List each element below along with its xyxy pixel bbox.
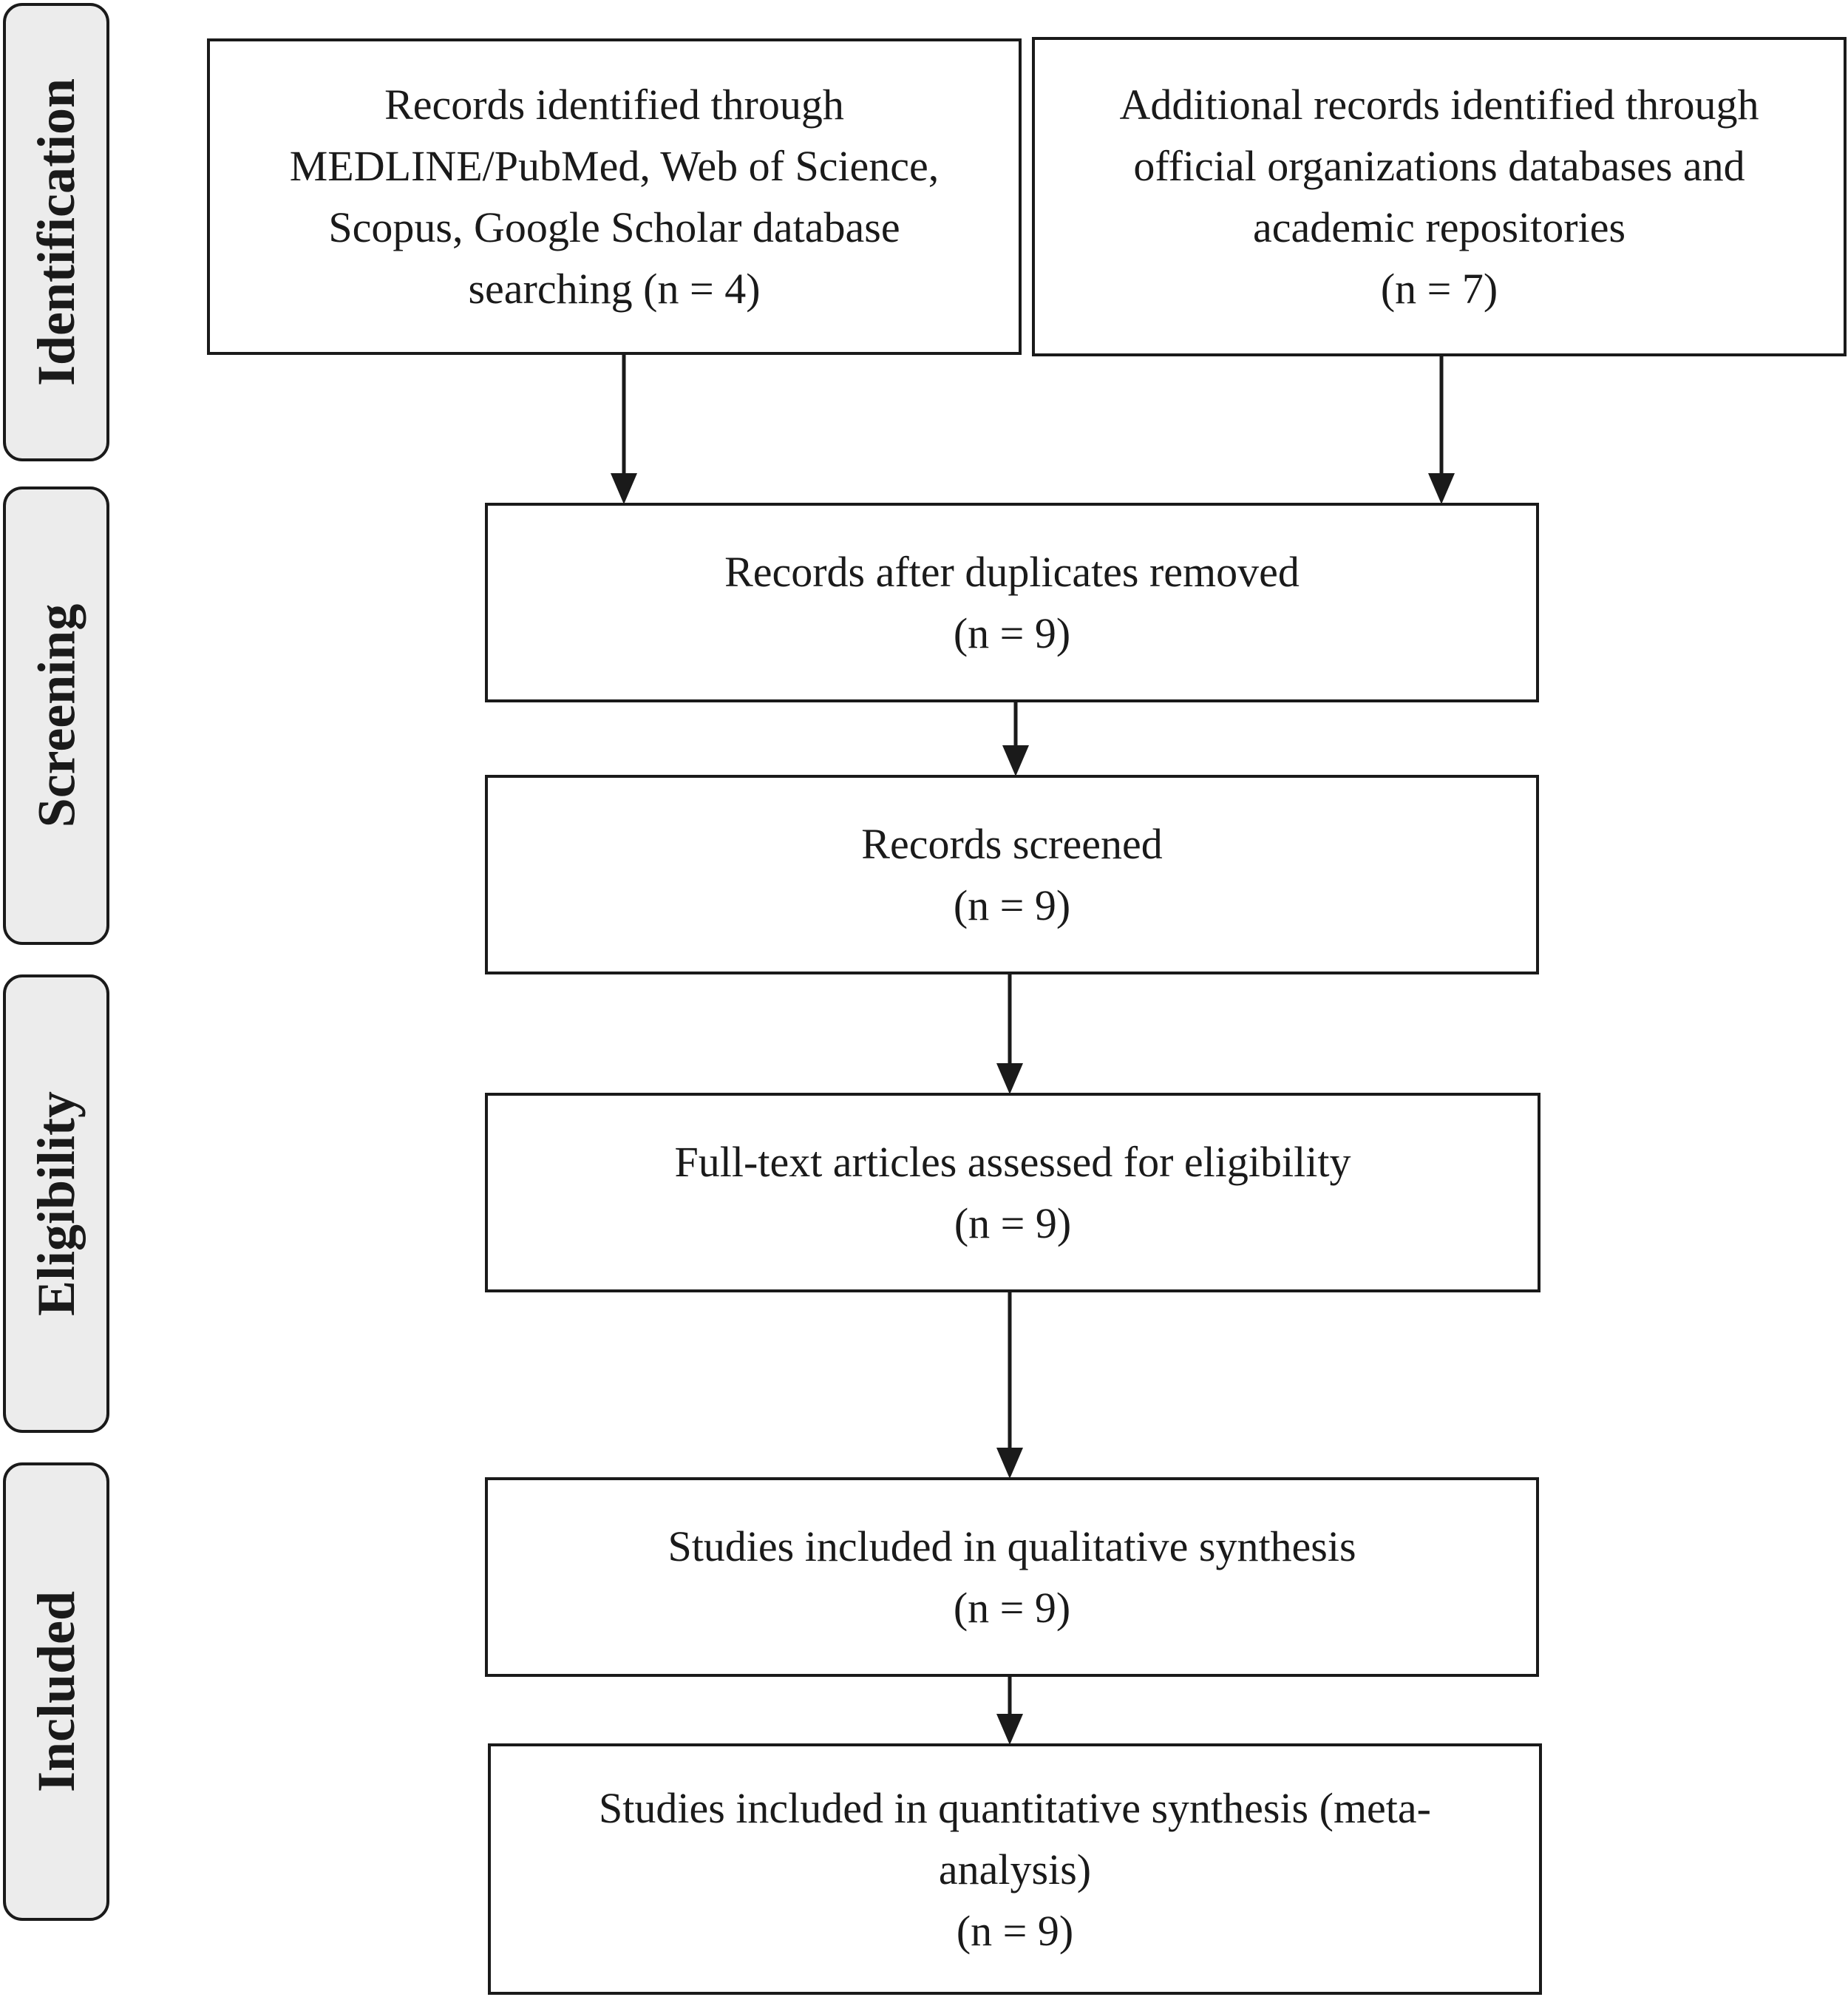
arrowhead	[1428, 473, 1455, 504]
box-line: MEDLINE/PubMed, Web of Science,	[289, 142, 940, 190]
box-line: Additional records identified through	[1119, 81, 1759, 129]
box-line: official organizations databases and	[1133, 142, 1745, 190]
box-line: Studies included in quantitative synthes…	[599, 1783, 1431, 1832]
box-line: (n = 9)	[953, 609, 1071, 657]
additional-records-box: Additional records identified through of…	[1032, 37, 1847, 356]
phase-screening: Screening	[3, 486, 109, 945]
records-screened-box: Records screened (n = 9)	[485, 775, 1539, 974]
box-line: Scopus, Google Scholar database	[328, 203, 900, 251]
box-line: (n = 9)	[953, 881, 1071, 929]
qualitative-synthesis-box: Studies included in qualitative synthesi…	[485, 1477, 1539, 1677]
quantitative-synthesis-box: Studies included in quantitative synthes…	[488, 1743, 1542, 1995]
box-line: Studies included in qualitative synthesi…	[667, 1522, 1356, 1570]
box-line: (n = 9)	[956, 1906, 1074, 1955]
phase-identification: Identification	[3, 3, 109, 461]
arrowhead	[996, 1714, 1023, 1745]
box-line: analysis)	[938, 1845, 1092, 1893]
arrowhead	[611, 473, 637, 504]
box-line: (n = 7)	[1380, 265, 1498, 313]
box-line: Records screened	[861, 820, 1163, 868]
arrowhead	[996, 1448, 1023, 1479]
box-line: Records after duplicates removed	[724, 548, 1300, 596]
phase-included: Included	[3, 1462, 109, 1921]
box-line: Records identified through	[384, 81, 844, 129]
box-line: academic repositories	[1252, 203, 1626, 251]
box-line: Full-text articles assessed for eligibil…	[674, 1138, 1351, 1186]
phase-eligibility: Eligibility	[3, 974, 109, 1433]
box-line: (n = 9)	[954, 1199, 1072, 1247]
database-records-box: Records identified through MEDLINE/PubMe…	[207, 38, 1022, 355]
full-text-box: Full-text articles assessed for eligibil…	[485, 1093, 1540, 1292]
box-line: (n = 9)	[953, 1584, 1071, 1632]
arrowhead	[1002, 745, 1029, 776]
duplicates-removed-box: Records after duplicates removed (n = 9)	[485, 503, 1539, 702]
box-line: searching (n = 4)	[468, 265, 761, 313]
arrowhead	[996, 1063, 1023, 1094]
